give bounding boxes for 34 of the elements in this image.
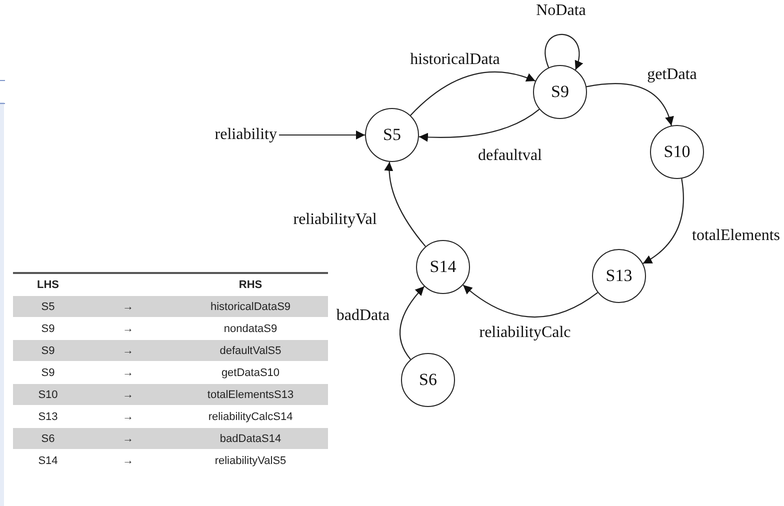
table-cell: defaultValS5 (173, 340, 328, 362)
table-cell: S6 (13, 428, 83, 450)
arrow (400, 286, 425, 360)
table-cell: reliabilityValS5 (173, 450, 328, 472)
state-circle: S10 (650, 125, 704, 179)
arrow (586, 83, 674, 126)
arrow (279, 130, 365, 140)
arrow (544, 34, 582, 70)
table-cell: S5 (13, 296, 83, 318)
arrow (418, 108, 540, 142)
edge-label: getData (646, 66, 698, 84)
table-cell: S14 (13, 450, 83, 472)
arrow (642, 178, 684, 264)
table-cell: → (83, 340, 173, 362)
arrow (384, 162, 426, 247)
state-circle: S6 (401, 353, 455, 407)
state-circle: S13 (592, 249, 646, 303)
table-cell: → (83, 428, 173, 450)
input-label: reliability (190, 125, 277, 145)
state-circle: S9 (533, 65, 587, 119)
arrow (462, 284, 598, 318)
state-circle: S5 (365, 108, 419, 162)
table-cell: historicalDataS9 (173, 296, 328, 318)
table-cell: → (83, 296, 173, 318)
table-cell: badDataS14 (173, 428, 328, 450)
state-circle: S14 (416, 240, 470, 294)
edge-label: reliabilityCalc (478, 324, 572, 342)
table-cell: S10 (13, 384, 83, 406)
table-cell: → (83, 384, 173, 406)
table-cell: → (83, 450, 173, 472)
table-cell: S9 (13, 340, 83, 362)
arrow (410, 71, 536, 116)
edge-label: reliabilityVal (292, 211, 378, 229)
table-cell: totalElementsS13 (173, 384, 328, 406)
